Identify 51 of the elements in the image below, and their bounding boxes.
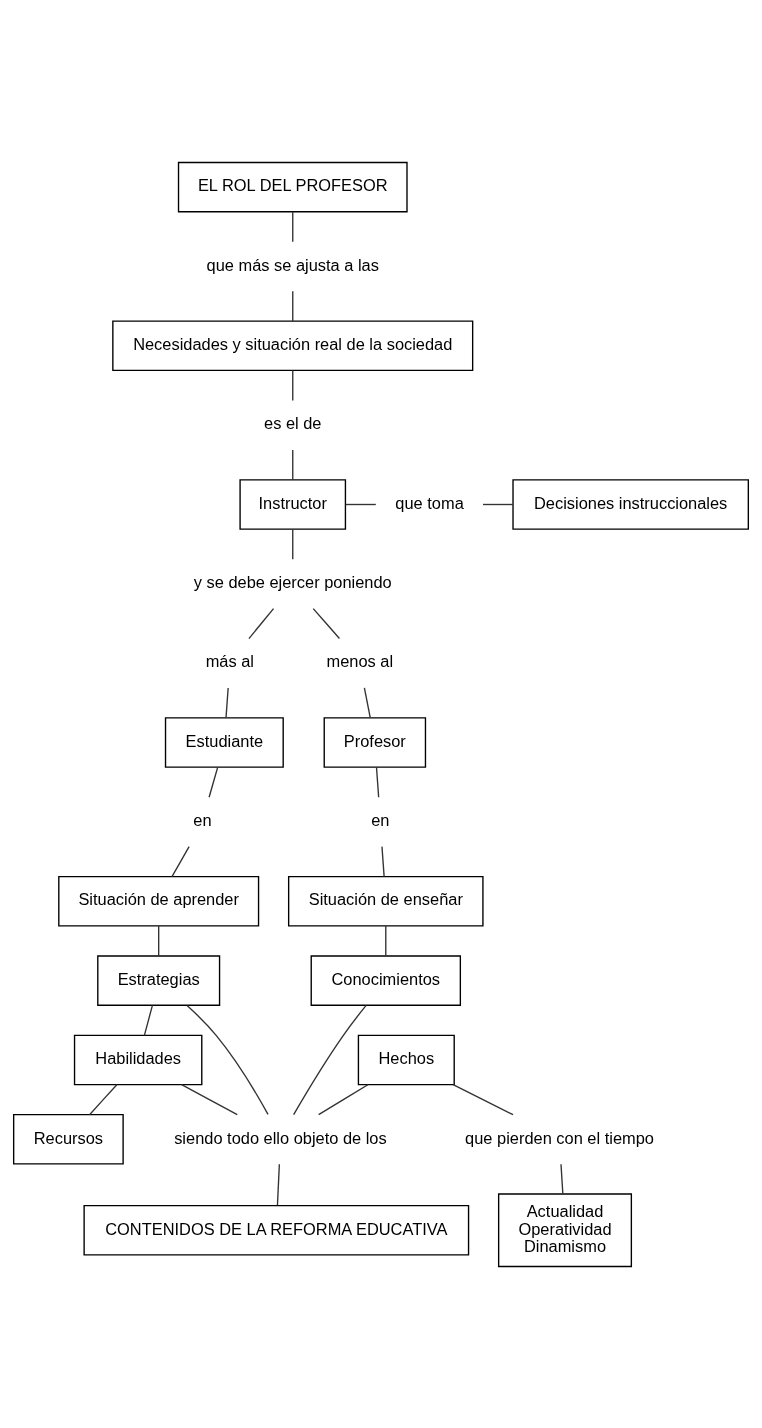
node-box: Profesor	[323, 716, 427, 768]
node-text: que más se ajusta a las	[206, 255, 379, 274]
node-box: Conocimientos	[310, 954, 462, 1006]
connector	[171, 845, 190, 877]
node-text: más al	[205, 651, 254, 670]
node-text: y se debe ejercer poniendo	[193, 572, 392, 591]
node-text: en	[371, 810, 390, 829]
node-text: siendo todo ello objeto de los	[174, 1128, 387, 1147]
connector	[186, 1004, 269, 1115]
node-text: que pierden con el tiempo	[465, 1128, 654, 1147]
connector	[208, 766, 219, 798]
node-text: que toma	[395, 493, 464, 512]
connector	[344, 503, 377, 505]
connector	[292, 210, 294, 242]
node-box: Hechos	[357, 1034, 455, 1085]
connector	[385, 924, 387, 957]
node-box: Situación de enseñar	[287, 875, 484, 927]
node-box: CONTENIDOS DE LA REFORMA EDUCATIVA	[83, 1204, 470, 1256]
node-box: Estrategias	[97, 954, 221, 1006]
node-box: Actualidad Operatividad Dinamismo	[497, 1192, 633, 1267]
connector	[292, 528, 294, 560]
connector	[180, 1083, 238, 1115]
connector	[292, 290, 294, 322]
connector	[292, 448, 294, 481]
connector	[88, 1083, 118, 1115]
connector	[363, 686, 371, 719]
node-box: Recursos	[13, 1113, 124, 1165]
node-box: Situación de aprender	[58, 875, 260, 927]
connector	[248, 607, 275, 639]
connector	[276, 1163, 281, 1206]
connector	[452, 1083, 514, 1115]
connector	[375, 766, 380, 798]
connector	[225, 686, 229, 719]
node-text: es el de	[264, 413, 322, 432]
node-text: menos al	[326, 651, 394, 670]
node-box: Decisiones instruccionales	[512, 478, 749, 530]
connector	[292, 369, 294, 401]
node-text: en	[193, 810, 212, 829]
connector	[560, 1163, 564, 1194]
node-box: Habilidades	[73, 1034, 203, 1085]
node-box: Necesidades y situación real de la sociedad	[112, 320, 474, 371]
node-box: Instructor	[239, 478, 347, 530]
connector	[312, 607, 341, 639]
connector	[317, 1083, 369, 1115]
connector	[292, 1004, 367, 1115]
connector	[381, 845, 385, 877]
node-box: Estudiante	[164, 716, 284, 768]
connector	[158, 924, 160, 957]
connector	[143, 1004, 154, 1036]
node-box: EL ROL DEL PROFESOR	[177, 161, 408, 212]
connector	[482, 503, 514, 505]
